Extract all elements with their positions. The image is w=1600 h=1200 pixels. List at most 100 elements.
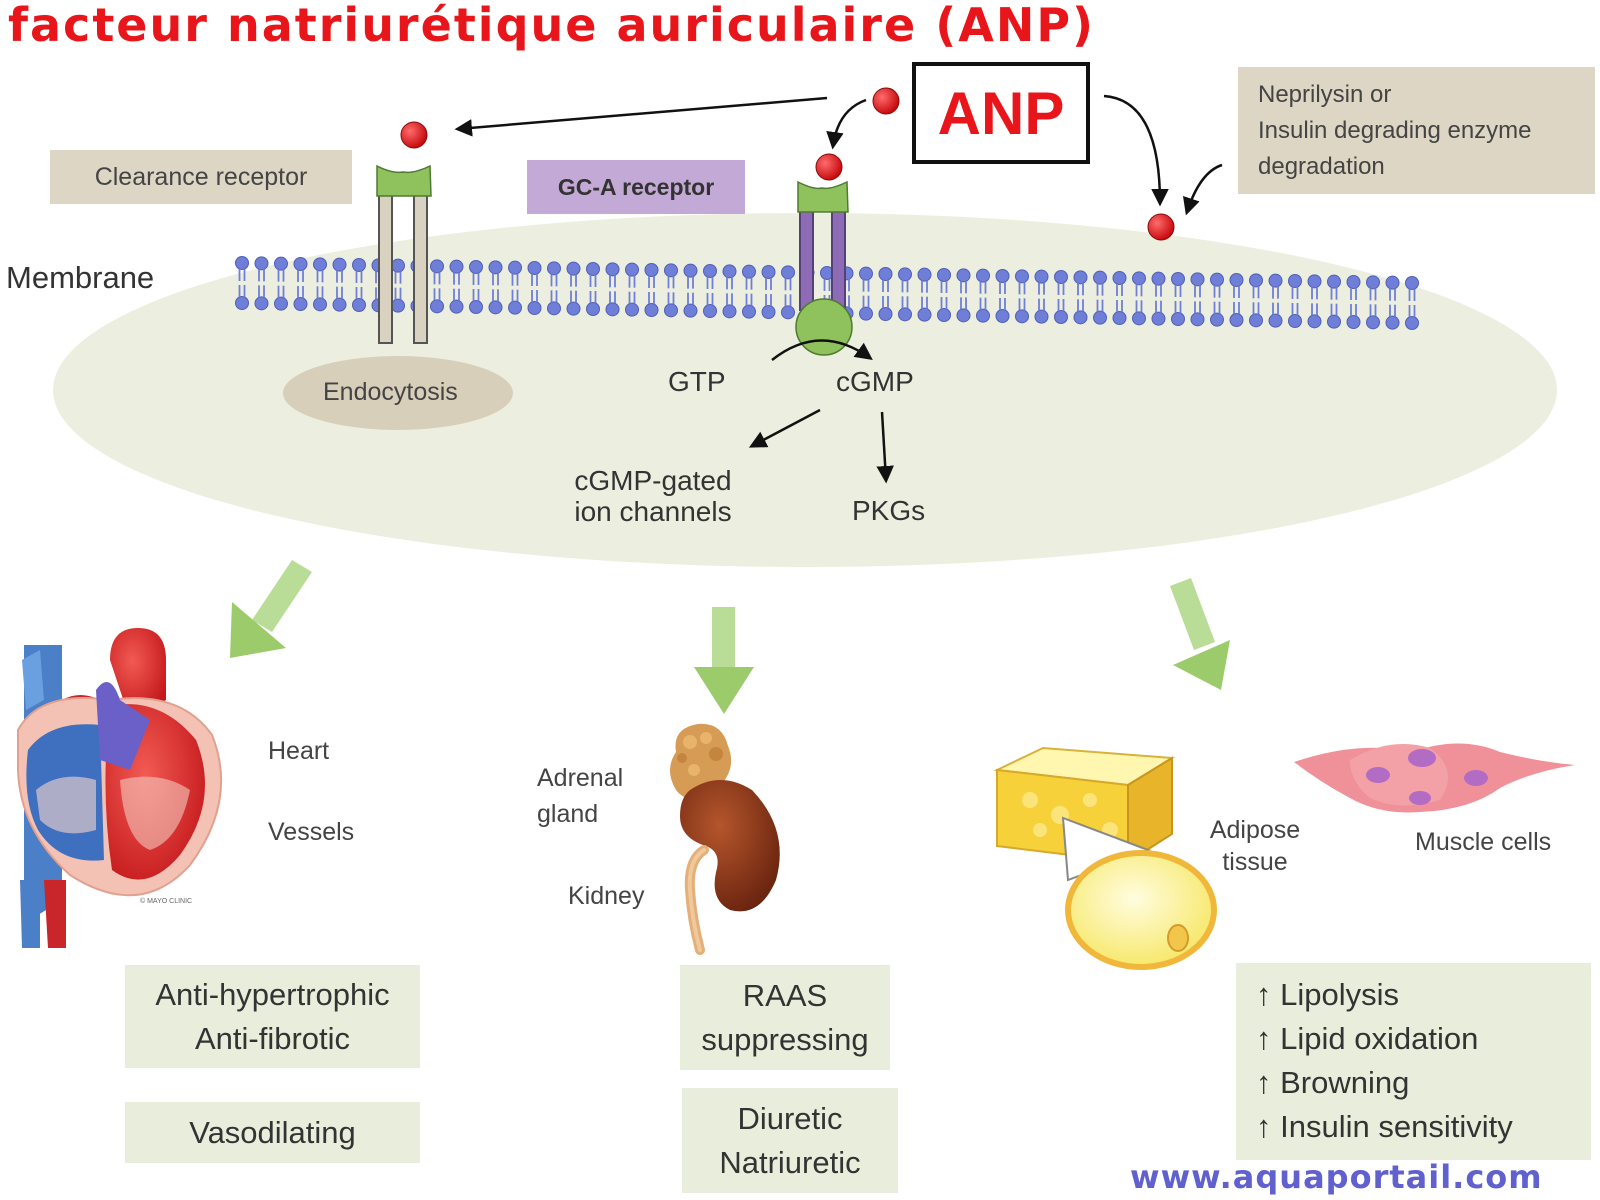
diuretic-line-1: Diuretic xyxy=(737,1100,843,1136)
lipid-head xyxy=(664,303,678,318)
raas-line-2: suppressing xyxy=(701,1021,869,1057)
lipid-head xyxy=(469,260,483,274)
lipid-head xyxy=(605,302,620,317)
lipid-head xyxy=(1268,313,1283,328)
lipid-head xyxy=(235,296,249,310)
lipid-head xyxy=(1288,274,1302,288)
lipid-head xyxy=(1190,272,1205,287)
lipid-head xyxy=(1054,310,1068,324)
vasodilating-box: Vasodilating xyxy=(125,1102,420,1163)
lipid-head xyxy=(917,307,932,322)
anp-to-degradation-arrow xyxy=(1103,94,1169,207)
endocytosis-label: Endocytosis xyxy=(323,378,458,406)
lipid-head xyxy=(1346,315,1361,329)
lipid-head xyxy=(1210,272,1224,287)
degradation-line-3: degradation xyxy=(1258,153,1385,180)
lipid-head xyxy=(1268,273,1283,288)
lipid-head xyxy=(937,308,951,322)
lipid-head xyxy=(742,264,756,279)
lipid-head xyxy=(1288,314,1302,328)
gca-receptor-label: GC-A receptor xyxy=(557,173,715,200)
lipid-head xyxy=(254,256,269,271)
clearance-receptor-label-box: Clearance receptor xyxy=(50,150,352,204)
green-arrow-right xyxy=(1170,578,1230,690)
lipid-head xyxy=(293,257,308,271)
anp-label-box: ANP xyxy=(912,62,1090,164)
lipid-head xyxy=(1093,270,1107,285)
adrenal-line-1: Adrenal xyxy=(537,764,624,792)
lipid-head xyxy=(1151,311,1166,326)
anp-ligand-gca xyxy=(815,153,843,181)
heart-illustration xyxy=(6,628,223,948)
lipid-head xyxy=(917,267,932,282)
heart-effect-line-1: Anti-hypertrophic xyxy=(155,976,390,1012)
adipose-line-2: tissue xyxy=(1222,848,1288,876)
lipid-head xyxy=(332,257,347,272)
anp-label: ANP xyxy=(937,79,1065,147)
kidney-label: Kidney xyxy=(568,882,645,910)
lipid-head xyxy=(352,258,366,272)
gca-receptor-label-box: GC-A receptor xyxy=(527,160,745,214)
lipid-head xyxy=(1229,313,1244,327)
vessels-label: Vessels xyxy=(268,818,355,846)
clearance-receptor xyxy=(376,164,432,344)
lipid-head xyxy=(995,269,1010,283)
lipid-head xyxy=(664,263,678,278)
lipid-head xyxy=(1151,271,1166,286)
degradation-label-box: Neprilysin or Insulin degrading enzyme d… xyxy=(1238,67,1595,194)
lipid-head xyxy=(1093,310,1107,325)
lipid-head xyxy=(781,305,795,320)
lipid-head xyxy=(1171,312,1185,326)
footer-url: www.aquaportail.com xyxy=(1130,1158,1543,1196)
anp-to-clearance-arrow xyxy=(454,96,828,137)
lipid-head xyxy=(878,267,893,281)
lipid-head xyxy=(274,296,288,311)
lipid-head xyxy=(1327,314,1341,329)
adipose-illustration xyxy=(993,746,1217,970)
lipid-head xyxy=(1210,312,1224,327)
lipid-head xyxy=(898,307,912,322)
mayo-copyright: © MAYO CLINIC xyxy=(140,898,193,905)
lipid-head xyxy=(859,306,873,321)
lipid-head xyxy=(1307,274,1322,289)
lipid-head xyxy=(1054,270,1068,284)
lipid-head xyxy=(488,260,503,275)
diuretic-line-2: Natriuretic xyxy=(719,1144,861,1180)
lipid-head xyxy=(1307,314,1322,329)
adipose-line-1: Adipose xyxy=(1209,816,1301,844)
lipid-head xyxy=(1112,311,1127,325)
lipid-head xyxy=(1385,275,1400,290)
degradation-line-1: Neprilysin or xyxy=(1258,81,1392,108)
lipid-head xyxy=(449,299,464,314)
metabolic-line-3: ↑ Browning xyxy=(1256,1065,1410,1100)
anp-ligand-clearance xyxy=(400,121,428,149)
gtp-label: GTP xyxy=(668,366,726,397)
vasodilating-label: Vasodilating xyxy=(189,1114,356,1150)
lipid-head xyxy=(508,260,522,275)
lipid-head xyxy=(1327,274,1341,289)
lipid-head xyxy=(625,262,639,277)
lipid-head xyxy=(332,297,347,312)
degradation-line-2: Insulin degrading enzyme xyxy=(1258,117,1532,144)
anp-to-gca-arrow xyxy=(826,98,867,150)
lipid-head xyxy=(1034,309,1049,324)
adipose-label: Adipose tissue xyxy=(1190,814,1320,878)
lipid-head xyxy=(976,308,990,323)
lipid-head xyxy=(859,266,873,281)
adrenal-label: Adrenal gland xyxy=(537,760,623,832)
lipid-head xyxy=(235,256,249,270)
raas-box: RAAS suppressing xyxy=(680,965,890,1070)
muscle-cells-illustration xyxy=(1294,743,1575,813)
lipid-head xyxy=(313,297,327,312)
lipid-head xyxy=(547,261,561,276)
heart-label: Heart xyxy=(268,737,330,765)
lipid-head xyxy=(761,265,776,279)
lipid-head xyxy=(254,296,269,311)
lipid-head xyxy=(1366,275,1380,290)
lipid-head xyxy=(683,303,698,318)
lipid-head xyxy=(742,304,756,319)
lipid-head xyxy=(722,304,737,319)
lipid-head xyxy=(976,268,990,283)
ion-channels-line-1: cGMP-gated xyxy=(574,465,732,496)
